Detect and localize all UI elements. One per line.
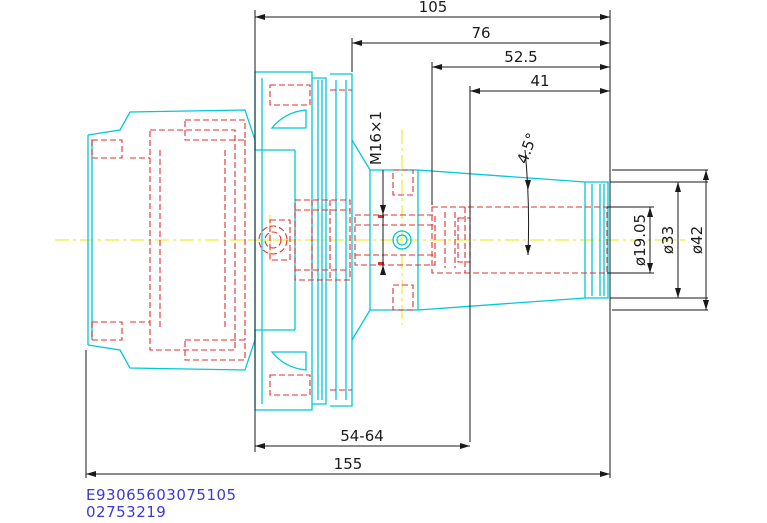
part-code-secondary: 02753219 (86, 503, 167, 521)
part-code-primary: E93065603075105 (86, 486, 237, 504)
dimension-labels: 105 76 52.5 41 54-64 155 4.5° M16×1 ø19.… (334, 0, 706, 473)
dim-76: 76 (471, 24, 490, 42)
dim-41: 41 (530, 72, 549, 90)
dim-taper-angle: 4.5° (513, 130, 541, 166)
dim-dia-33: ø33 (659, 226, 677, 254)
tool-holder-outline (87, 71, 609, 411)
arrowheads (86, 14, 709, 477)
dim-dia-19-05: ø19.05 (631, 214, 649, 266)
dim-thread: M16×1 (367, 111, 385, 165)
dim-54-64: 54-64 (340, 427, 384, 445)
part-codes: E93065603075105 02753219 (86, 487, 237, 521)
dim-52-5: 52.5 (504, 48, 537, 66)
hidden-marks (378, 215, 384, 265)
dim-155: 155 (334, 455, 363, 473)
hidden-edges (91, 84, 608, 396)
dimension-lines (85, 10, 708, 478)
dim-105: 105 (419, 0, 448, 16)
dim-dia-42: ø42 (688, 226, 706, 254)
